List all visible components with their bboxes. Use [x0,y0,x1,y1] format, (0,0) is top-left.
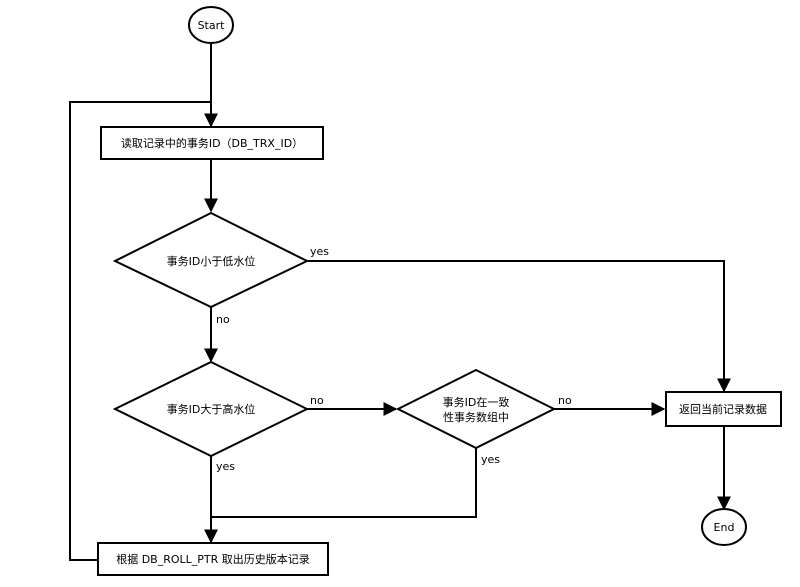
edge-label-set-yes: yes [481,453,500,466]
low-watermark-decision: 事务ID小于低水位 [112,211,310,309]
edges [69,44,731,561]
low-watermark-label: 事务ID小于低水位 [167,254,256,268]
rollback-history-label: 根据 DB_ROLL_PTR 取出历史版本记录 [116,552,310,566]
consistent-set-decision: 事务ID在一致 性事务数组中 [395,368,557,450]
read-trx-id-box: 读取记录中的事务ID（DB_TRX_ID） [100,126,324,160]
edge-label-set-no: no [558,394,572,407]
edge-low-yes [307,260,731,393]
return-current-record-box: 返回当前记录数据 [665,391,782,427]
edge-label-low-no: no [216,313,230,326]
edge-label-low-yes: yes [310,245,329,258]
return-current-record-label: 返回当前记录数据 [679,402,767,416]
high-watermark-label: 事务ID大于高水位 [167,402,256,416]
start-label: Start [198,19,226,32]
consistent-set-label-line2: 性事务数组中 [443,410,509,424]
edge-set-yes [211,448,477,518]
edge-label-high-no: no [310,394,324,407]
start-node: Start [188,6,234,44]
read-trx-id-label: 读取记录中的事务ID（DB_TRX_ID） [121,136,303,150]
edge-rollback-loop-back [69,101,211,561]
consistent-set-label-line1: 事务ID在一致 [443,395,510,409]
high-watermark-decision: 事务ID大于高水位 [112,360,310,458]
end-label: End [714,521,735,534]
rollback-history-box: 根据 DB_ROLL_PTR 取出历史版本记录 [97,542,329,576]
end-node: End [701,508,747,546]
edge-label-high-yes: yes [216,460,235,473]
